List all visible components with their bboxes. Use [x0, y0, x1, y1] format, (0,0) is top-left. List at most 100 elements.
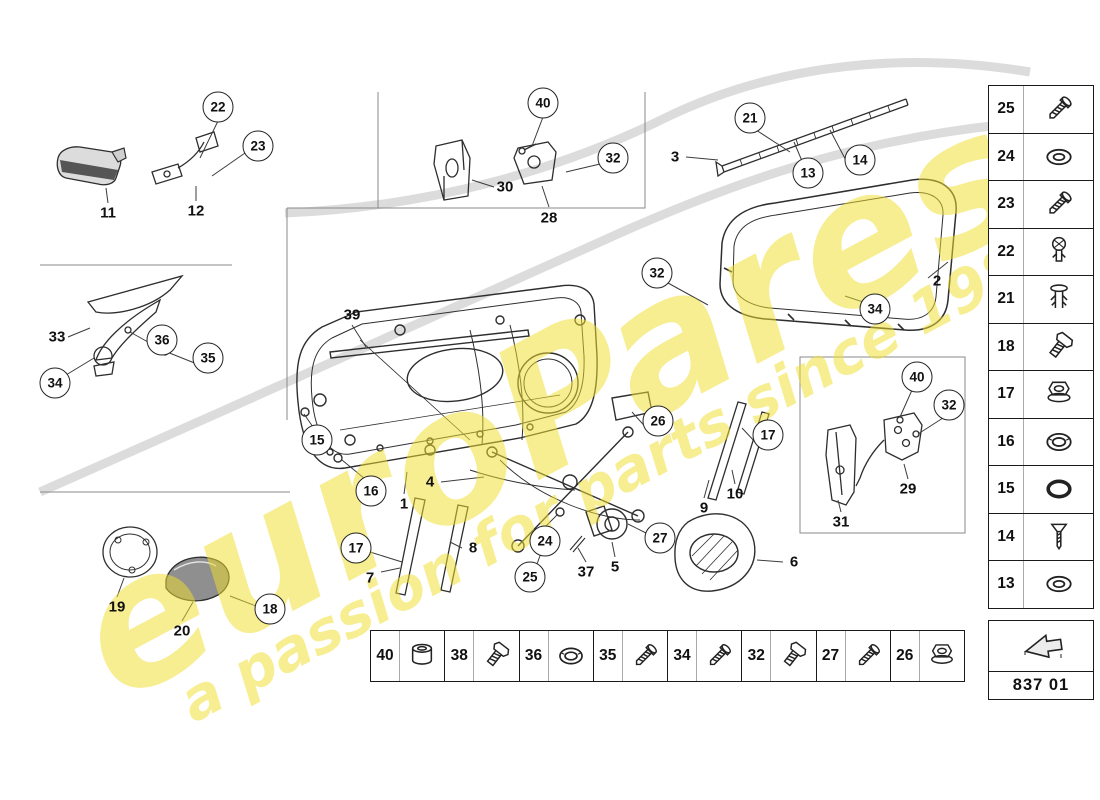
- window-regulator: [469, 391, 653, 553]
- callout-32[interactable]: 32: [933, 389, 965, 421]
- callout-36[interactable]: 36: [146, 324, 178, 356]
- callout-40[interactable]: 40: [901, 361, 933, 393]
- callout-24[interactable]: 24: [529, 525, 561, 557]
- strip-cell-36[interactable]: 36: [520, 631, 594, 681]
- callout-3[interactable]: 3: [670, 148, 680, 166]
- diagram-code-badge[interactable]: 837 01: [988, 620, 1094, 700]
- sidebar-cell-22[interactable]: 22: [989, 228, 1093, 276]
- push-clip-icon: [1024, 280, 1093, 318]
- callout-28[interactable]: 28: [540, 209, 558, 227]
- strip-cell-38[interactable]: 38: [445, 631, 520, 681]
- callout-29[interactable]: 29: [899, 480, 917, 498]
- callout-13[interactable]: 13: [792, 157, 824, 189]
- callout-33[interactable]: 33: [48, 328, 66, 346]
- screw-icon: [1024, 185, 1093, 223]
- callout-37[interactable]: 37: [577, 563, 595, 581]
- divider: [547, 631, 549, 681]
- screw-icon: [846, 638, 890, 674]
- callout-40[interactable]: 40: [527, 87, 559, 119]
- sidebar-cell-15[interactable]: 15: [989, 466, 1093, 514]
- callout-10[interactable]: 10: [726, 485, 744, 503]
- sidebar-cell-17[interactable]: 17: [989, 371, 1093, 419]
- divider: [844, 631, 846, 681]
- part-number: 22: [997, 242, 1015, 260]
- background-swoosh: [38, 58, 1031, 497]
- divider: [1023, 228, 1024, 275]
- callout-16[interactable]: 16: [355, 475, 387, 507]
- window-rails-right: [707, 401, 770, 501]
- strip-cell-32[interactable]: 32: [742, 631, 817, 681]
- callout-21[interactable]: 21: [734, 102, 766, 134]
- callout-8[interactable]: 8: [468, 539, 478, 557]
- part-number: 36: [524, 647, 543, 664]
- strip-cell-27[interactable]: 27: [817, 631, 891, 681]
- sidebar-cell-24[interactable]: 24: [989, 133, 1093, 181]
- callout-34[interactable]: 34: [39, 367, 71, 399]
- callout-9[interactable]: 9: [699, 499, 709, 517]
- callout-20[interactable]: 20: [173, 622, 191, 640]
- callout-39[interactable]: 39: [343, 306, 361, 324]
- divider: [1023, 181, 1024, 228]
- callout-32[interactable]: 32: [641, 257, 673, 289]
- callout-5[interactable]: 5: [610, 558, 620, 576]
- sidebar-cell-14[interactable]: 14: [989, 513, 1093, 561]
- sidebar-cell-23[interactable]: 23: [989, 181, 1093, 229]
- bolt-icon: [1024, 328, 1093, 366]
- sidebar-cell-16[interactable]: 16: [989, 418, 1093, 466]
- strip-cell-26[interactable]: 26: [891, 631, 964, 681]
- countersunk-screw-icon: [1024, 518, 1093, 556]
- divider: [1023, 133, 1024, 180]
- callout-17[interactable]: 17: [752, 419, 784, 451]
- sidebar-cell-21[interactable]: 21: [989, 276, 1093, 324]
- washer-icon: [1024, 138, 1093, 176]
- callout-27[interactable]: 27: [644, 522, 676, 554]
- callout-2[interactable]: 2: [932, 272, 942, 290]
- page-code: 837 01: [1012, 676, 1070, 694]
- strip-cell-34[interactable]: 34: [668, 631, 743, 681]
- callout-17[interactable]: 17: [340, 532, 372, 564]
- callout-11[interactable]: 11: [100, 204, 116, 222]
- callout-34[interactable]: 34: [859, 293, 891, 325]
- callout-26[interactable]: 26: [642, 405, 674, 437]
- part-number: 23: [997, 195, 1015, 213]
- callout-18[interactable]: 18: [254, 593, 286, 625]
- screw-icon: [697, 638, 741, 674]
- callout-32[interactable]: 32: [597, 142, 629, 174]
- callout-6[interactable]: 6: [789, 553, 799, 571]
- strip-cell-35[interactable]: 35: [594, 631, 668, 681]
- sidebar-cell-18[interactable]: 18: [989, 323, 1093, 371]
- door-brackets-top: [433, 139, 557, 201]
- callout-35[interactable]: 35: [192, 342, 224, 374]
- callout-19[interactable]: 19: [108, 598, 126, 616]
- callout-30[interactable]: 30: [496, 178, 514, 196]
- grommet-clip-icon: [549, 638, 593, 674]
- callout-25[interactable]: 25: [514, 561, 546, 593]
- strip-cell-40[interactable]: 40: [371, 631, 446, 681]
- o-ring-icon: [1024, 470, 1093, 508]
- gasket-and-cover: [102, 526, 230, 602]
- check-strap: [151, 131, 219, 185]
- callout-12[interactable]: 12: [187, 202, 205, 220]
- callout-4[interactable]: 4: [425, 473, 435, 491]
- callout-14[interactable]: 14: [844, 144, 876, 176]
- divider: [1023, 418, 1024, 465]
- part-number: 40: [376, 647, 394, 664]
- callout-1[interactable]: 1: [399, 495, 409, 513]
- part-number: 14: [997, 527, 1015, 545]
- callout-7[interactable]: 7: [365, 569, 375, 587]
- divider: [473, 631, 475, 681]
- part-number: 21: [997, 290, 1015, 308]
- divider: [399, 631, 400, 681]
- callout-31[interactable]: 31: [832, 513, 850, 531]
- grommet-icon: [1024, 423, 1093, 461]
- sidebar-cell-25[interactable]: 25: [989, 86, 1093, 134]
- callout-22[interactable]: 22: [202, 91, 234, 123]
- leader-lines: [65, 116, 949, 622]
- callout-23[interactable]: 23: [242, 130, 274, 162]
- window-rails-left: [395, 497, 469, 596]
- sidebar-cell-13[interactable]: 13: [989, 561, 1093, 608]
- part-number: 18: [997, 337, 1015, 355]
- callout-15[interactable]: 15: [301, 424, 333, 456]
- hinge-group: [825, 412, 923, 506]
